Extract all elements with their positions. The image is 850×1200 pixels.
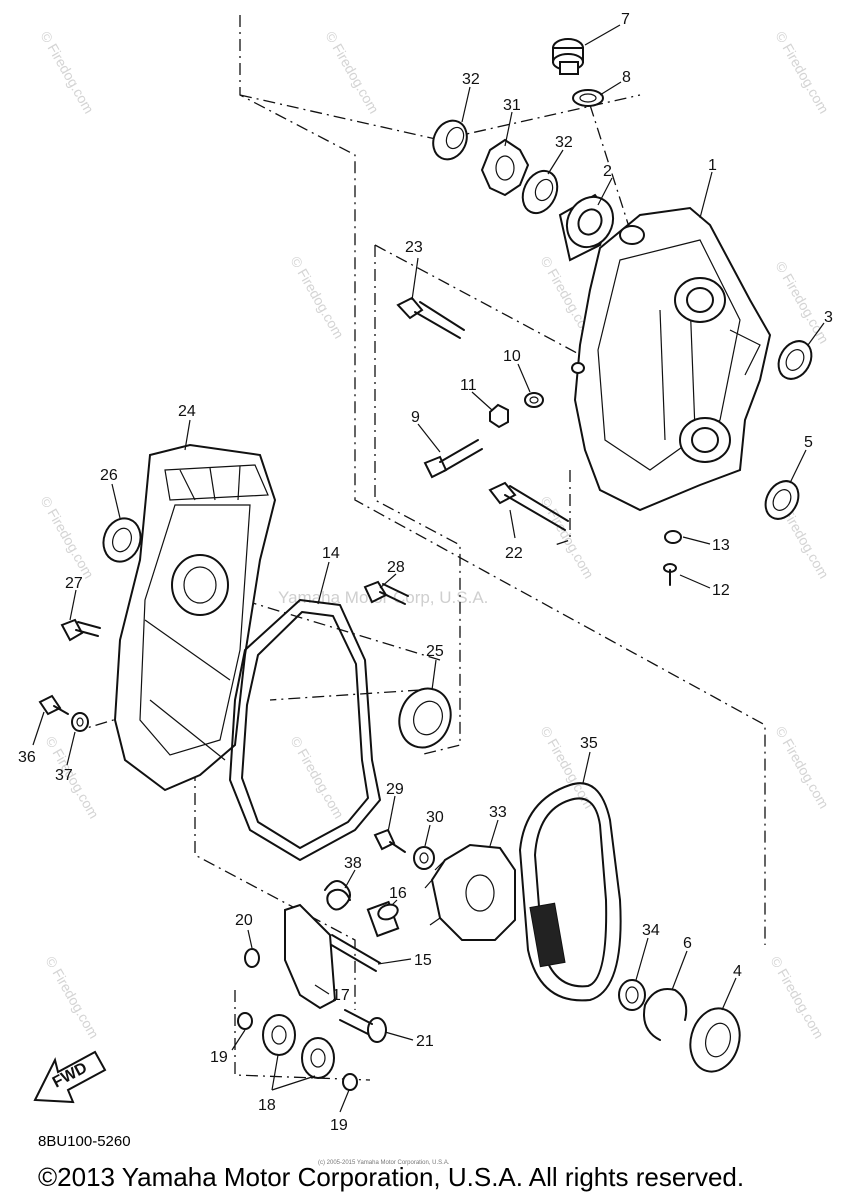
part-22-bolt xyxy=(488,481,569,531)
callout-2: 2 xyxy=(603,163,612,180)
callout-1: 1 xyxy=(708,157,717,174)
part-34-washer xyxy=(618,979,646,1011)
part-3-oil-seal xyxy=(777,340,813,380)
callout-22: 22 xyxy=(505,545,523,562)
part-18-rollers xyxy=(262,1014,335,1079)
callout-4: 4 xyxy=(733,963,742,980)
part-10-washer xyxy=(524,392,544,408)
forward-arrow-icon: FWD xyxy=(33,1050,107,1104)
part-25-bearing xyxy=(398,687,452,749)
callout-36: 36 xyxy=(18,749,36,766)
part-36-bolt xyxy=(38,694,69,716)
part-38-spring xyxy=(324,880,351,911)
watermark-text: © Firedog.com xyxy=(322,29,382,117)
part-26-oil-seal xyxy=(102,517,142,563)
tiny-copyright: (c) 2005-2015 Yamaha Motor Corporation, … xyxy=(318,1160,450,1166)
callout-32a: 32 xyxy=(462,71,480,88)
watermark-text: © Firedog.com xyxy=(537,494,597,582)
callout-5: 5 xyxy=(804,434,813,451)
callout-13: 13 xyxy=(712,537,730,554)
callout-12: 12 xyxy=(712,582,730,599)
watermark-text: © Firedog.com xyxy=(767,954,827,1042)
callout-3: 3 xyxy=(824,309,833,326)
callout-23: 23 xyxy=(405,239,423,256)
watermark-text: © Firedog.com xyxy=(287,734,347,822)
watermark-text: © Firedog.com xyxy=(772,29,832,117)
callout-11: 11 xyxy=(460,377,477,394)
callout-34: 34 xyxy=(642,922,660,939)
callout-19a: 19 xyxy=(210,1049,228,1066)
callout-38: 38 xyxy=(344,855,362,872)
callout-21: 21 xyxy=(416,1033,434,1050)
callout-26: 26 xyxy=(100,467,118,484)
part-29-bolt xyxy=(373,828,406,853)
callout-8: 8 xyxy=(622,69,631,86)
diagram-code: 8BU100-5260 xyxy=(38,1133,131,1150)
part-24-chain-case xyxy=(113,443,277,792)
part-6-circlip xyxy=(643,988,688,1041)
callout-15: 15 xyxy=(414,952,432,969)
part-5-oil-seal xyxy=(764,480,800,520)
watermark-text: © Firedog.com xyxy=(772,724,832,812)
copyright-footer: ©2013 Yamaha Motor Corporation, U.S.A. A… xyxy=(38,1162,745,1192)
part-31-sprocket xyxy=(480,138,530,197)
callout-25: 25 xyxy=(426,643,444,660)
watermark-text: © Firedog.com xyxy=(772,259,832,347)
callout-37: 37 xyxy=(55,767,73,784)
callout-33: 33 xyxy=(489,804,507,821)
part-7-plug xyxy=(552,38,584,75)
part-2-bearing xyxy=(558,193,615,262)
part-13-washer xyxy=(664,530,682,544)
callout-35: 35 xyxy=(580,735,598,752)
part-19-washers xyxy=(237,1012,358,1091)
part-8-washer xyxy=(572,89,604,107)
callout-32b: 32 xyxy=(555,134,573,151)
part-16-collar xyxy=(366,900,400,938)
callout-9: 9 xyxy=(411,409,420,426)
callout-10: 10 xyxy=(503,348,521,365)
callout-7: 7 xyxy=(621,11,630,28)
part-12-screw xyxy=(663,563,677,586)
part-17-tensioner-arm xyxy=(284,903,337,1010)
part-9-bolt xyxy=(423,439,483,479)
callout-27: 27 xyxy=(65,575,83,592)
callout-labels: 1 2 3 4 5 6 7 8 9 10 11 12 13 14 15 16 1… xyxy=(18,11,833,1134)
callout-16: 16 xyxy=(389,885,407,902)
callout-24: 24 xyxy=(178,403,196,420)
part-14-gasket xyxy=(229,599,381,861)
watermark-text: © Firedog.com xyxy=(37,29,97,117)
watermark-text: © Firedog.com xyxy=(287,254,347,342)
callout-30: 30 xyxy=(426,809,444,826)
watermark-text: © Firedog.com xyxy=(37,494,97,582)
part-21-bolt xyxy=(339,1009,387,1043)
callout-20: 20 xyxy=(235,912,253,929)
part-32-bearing-upper xyxy=(432,119,468,161)
part-33-sprocket xyxy=(424,843,516,941)
part-23-bolt xyxy=(396,296,465,339)
callout-17: 17 xyxy=(332,987,350,1004)
part-11-nut xyxy=(489,403,509,429)
callout-28: 28 xyxy=(387,559,405,576)
part-15-pin xyxy=(327,934,381,972)
part-1-gear-case xyxy=(571,206,772,512)
callout-31: 31 xyxy=(503,97,521,114)
watermark-text: © Firedog.com xyxy=(42,954,102,1042)
callout-19b: 19 xyxy=(330,1117,348,1134)
leader-lines xyxy=(32,24,825,1113)
part-30-washer xyxy=(413,846,435,870)
part-4-bearing xyxy=(689,1007,741,1073)
callout-14: 14 xyxy=(322,545,340,562)
callout-29: 29 xyxy=(386,781,404,798)
callout-18: 18 xyxy=(258,1097,276,1114)
callout-6: 6 xyxy=(683,935,692,952)
part-27-bolt xyxy=(60,618,101,642)
part-35-chain xyxy=(519,782,622,1002)
part-37-washer xyxy=(71,712,89,732)
part-20-clip xyxy=(244,948,260,968)
